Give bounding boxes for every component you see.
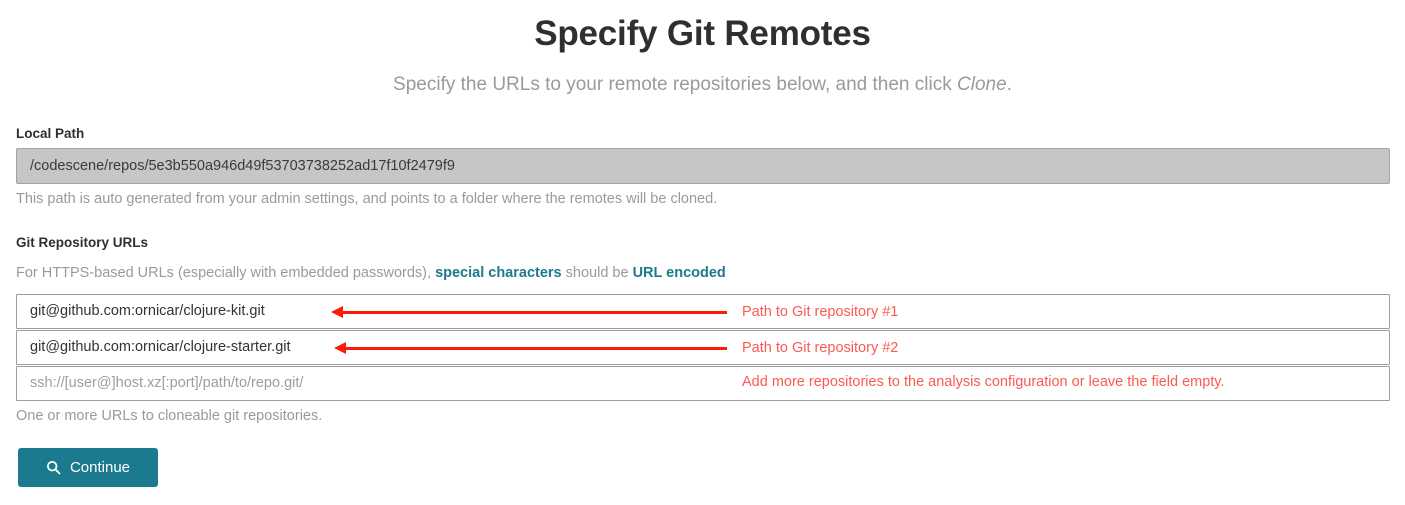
annotation-label-3: Add more repositories to the analysis co… (742, 374, 1225, 390)
page-title: Specify Git Remotes (534, 14, 871, 53)
annotation-arrow-line-1 (341, 311, 727, 314)
local-path-input[interactable]: /codescene/repos/5e3b550a946d49f53703738… (16, 148, 1390, 184)
annotation-arrowhead-1 (331, 306, 343, 318)
git-url-input-3[interactable]: ssh://[user@]host.xz[:port]/path/to/repo… (16, 366, 1390, 401)
page-subtitle-prefix: Specify the URLs to your remote reposito… (393, 74, 957, 95)
git-repository-urls-label: Git Repository URLs (16, 235, 149, 250)
local-path-help-text: This path is auto generated from your ad… (16, 191, 718, 207)
annotation-arrow-line-2 (344, 347, 727, 350)
page-subtitle: Specify the URLs to your remote reposito… (0, 74, 1405, 96)
page-subtitle-suffix: . (1006, 74, 1012, 95)
url-encoded-link[interactable]: URL encoded (632, 265, 726, 281)
continue-button-label: Continue (69, 459, 131, 476)
page-subtitle-emphasis: Clone (957, 74, 1007, 95)
annotation-label-2: Path to Git repository #2 (742, 340, 899, 356)
continue-button[interactable]: Continue (18, 448, 158, 487)
git-urls-bottom-help-text: One or more URLs to cloneable git reposi… (16, 408, 323, 424)
git-urls-help-text: For HTTPS-based URLs (especially with em… (16, 265, 726, 281)
git-urls-help-prefix: For HTTPS-based URLs (especially with em… (16, 265, 436, 281)
local-path-label: Local Path (16, 126, 85, 141)
git-url-input-1[interactable]: git@github.com:ornicar/clojure-kit.git (16, 294, 1390, 329)
annotation-arrowhead-2 (334, 342, 346, 354)
git-urls-help-middle: should be (561, 265, 633, 281)
git-url-input-2[interactable]: git@github.com:ornicar/clojure-starter.g… (16, 330, 1390, 365)
annotation-label-1: Path to Git repository #1 (742, 304, 899, 320)
search-icon (46, 460, 61, 475)
special-characters-link[interactable]: special characters (435, 265, 562, 281)
